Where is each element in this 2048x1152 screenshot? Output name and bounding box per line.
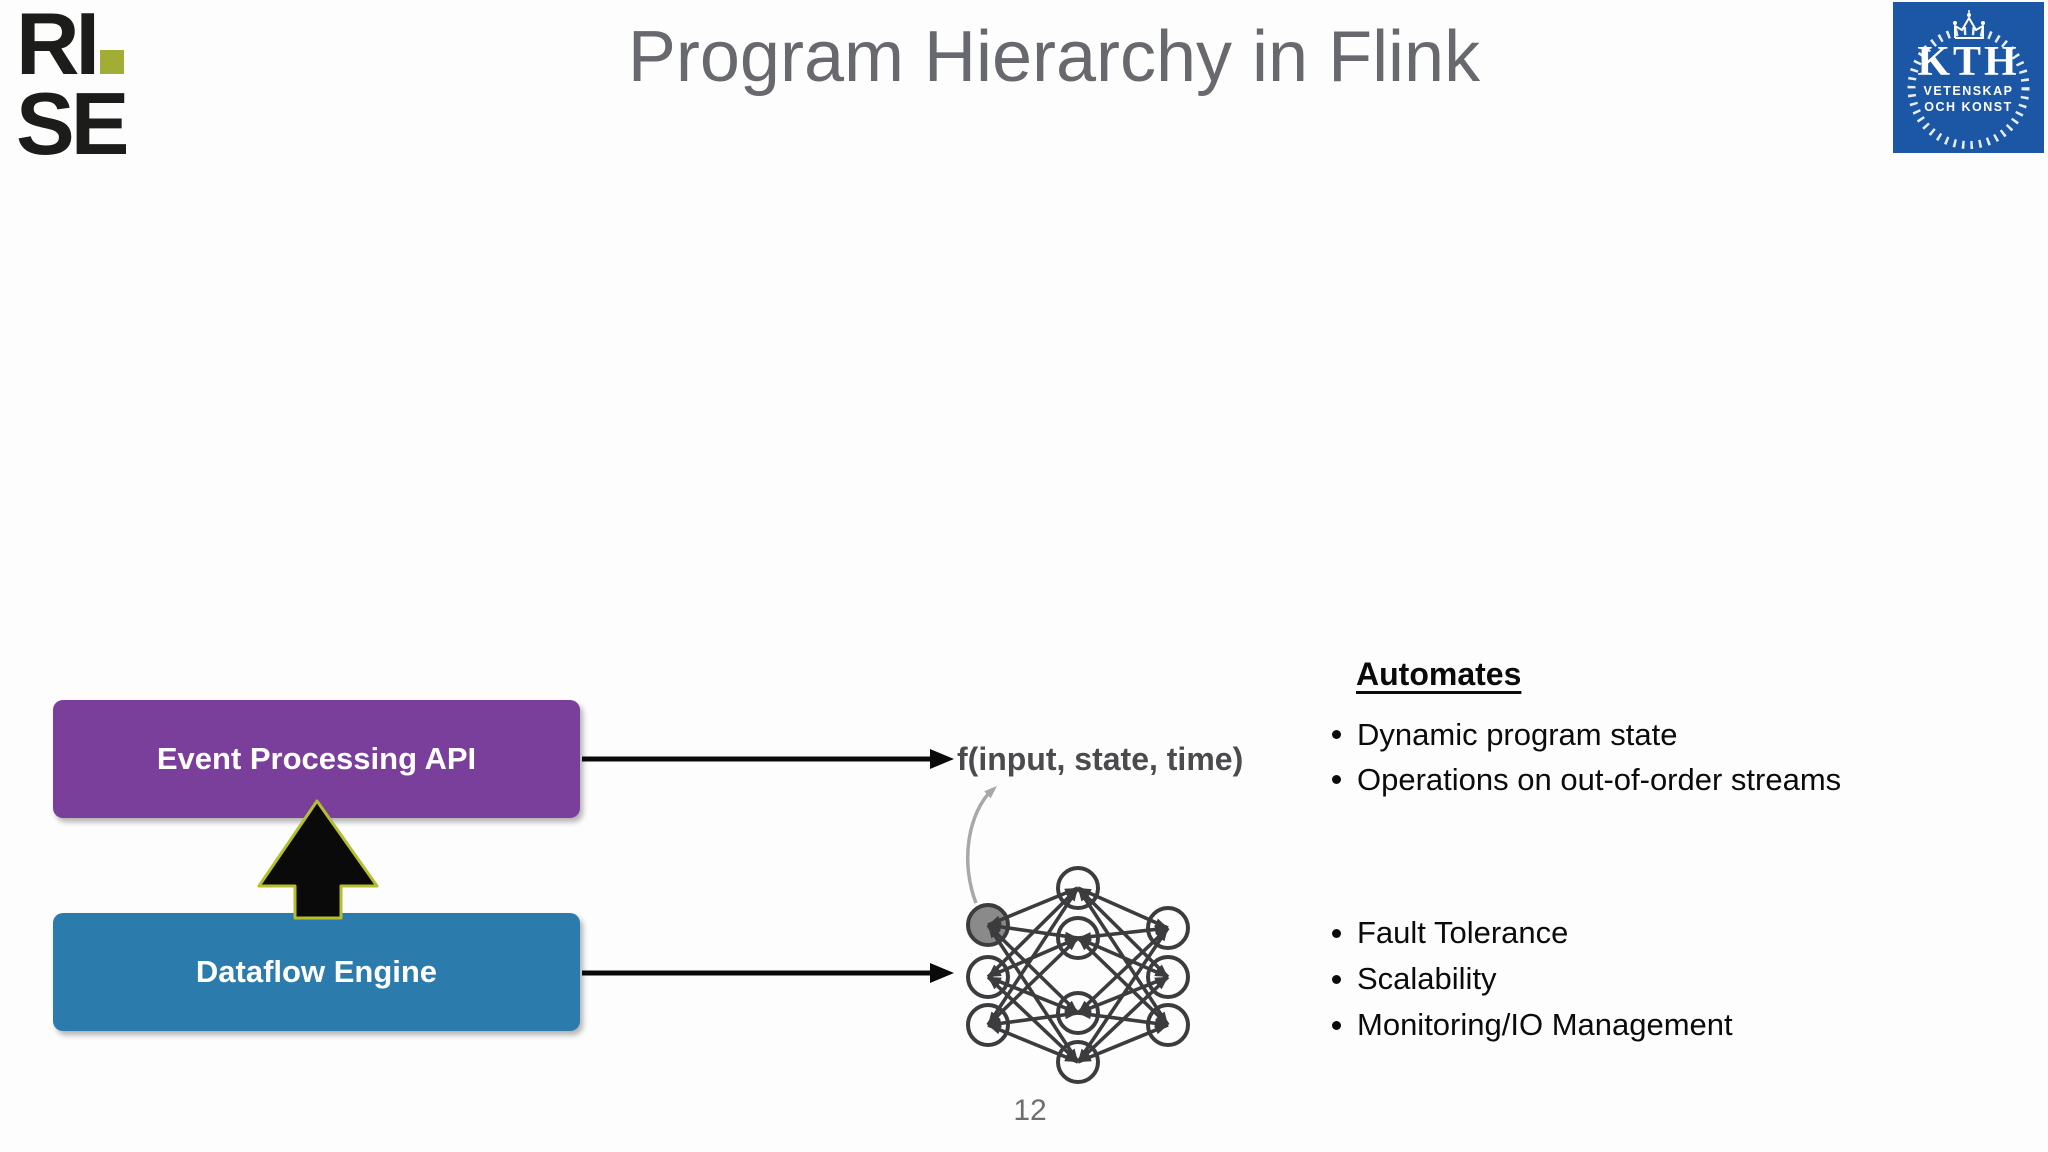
list-item-text: Dynamic program state bbox=[1357, 717, 1678, 752]
rise-logo-line2: SE bbox=[16, 74, 129, 173]
page-number: 12 bbox=[1013, 1094, 1047, 1127]
kth-logo: KTH VETENSKAP OCH KONST bbox=[1893, 2, 2044, 153]
crown-icon bbox=[1952, 10, 1985, 39]
automates-heading: Automates bbox=[1356, 656, 1522, 692]
bullet-icon bbox=[1332, 928, 1341, 938]
engine-features-section: Fault Tolerance Scalability Monitoring/I… bbox=[1332, 910, 1733, 1048]
callout-arrow-icon bbox=[965, 786, 997, 904]
automates-list: Dynamic program state Operations on out-… bbox=[1332, 712, 1841, 802]
bullet-icon bbox=[1332, 974, 1341, 984]
list-item: Monitoring/IO Management bbox=[1332, 1002, 1733, 1048]
event-processing-api-box: Event Processing API bbox=[53, 700, 580, 818]
neural-network-diagram bbox=[966, 866, 1190, 1084]
bullet-icon bbox=[1332, 1020, 1341, 1030]
function-label: f(input, state, time) bbox=[957, 741, 1244, 777]
list-item: Dynamic program state bbox=[1332, 712, 1841, 757]
kth-logo-subtext1: VETENSKAP bbox=[1923, 84, 2014, 98]
engine-flow-arrow-icon bbox=[582, 963, 954, 983]
list-item: Scalability bbox=[1332, 956, 1733, 1002]
kth-logo-text: KTH bbox=[1917, 39, 2020, 85]
bullet-icon bbox=[1332, 730, 1341, 739]
dataflow-engine-box: Dataflow Engine bbox=[53, 913, 580, 1031]
kth-logo-subtext2: OCH KONST bbox=[1924, 100, 2013, 114]
rise-green-square-icon bbox=[100, 50, 124, 74]
rise-logo: RI SE bbox=[16, 0, 129, 173]
up-arrow-icon bbox=[257, 799, 379, 920]
event-processing-api-label: Event Processing API bbox=[156, 741, 477, 776]
rise-logo-line1: RI bbox=[16, 0, 125, 88]
page-title: Program Hierarchy in Flink bbox=[627, 17, 1481, 97]
list-item: Fault Tolerance bbox=[1332, 910, 1733, 956]
dataflow-engine-label: Dataflow Engine bbox=[195, 954, 438, 989]
api-flow-arrow-icon bbox=[582, 749, 954, 769]
list-item-text: Operations on out-of-order streams bbox=[1357, 762, 1842, 797]
rise-logo-text-ri: RI bbox=[16, 0, 100, 93]
wreath-icon bbox=[1907, 27, 2030, 149]
list-item-text: Scalability bbox=[1357, 961, 1497, 996]
engine-features-list: Fault Tolerance Scalability Monitoring/I… bbox=[1332, 910, 1733, 1048]
list-item-text: Monitoring/IO Management bbox=[1357, 1007, 1733, 1042]
automates-section: Automates Dynamic program state Operatio… bbox=[1332, 650, 1841, 802]
list-item-text: Fault Tolerance bbox=[1357, 915, 1569, 950]
list-item: Operations on out-of-order streams bbox=[1332, 757, 1841, 802]
bullet-icon bbox=[1332, 775, 1341, 784]
